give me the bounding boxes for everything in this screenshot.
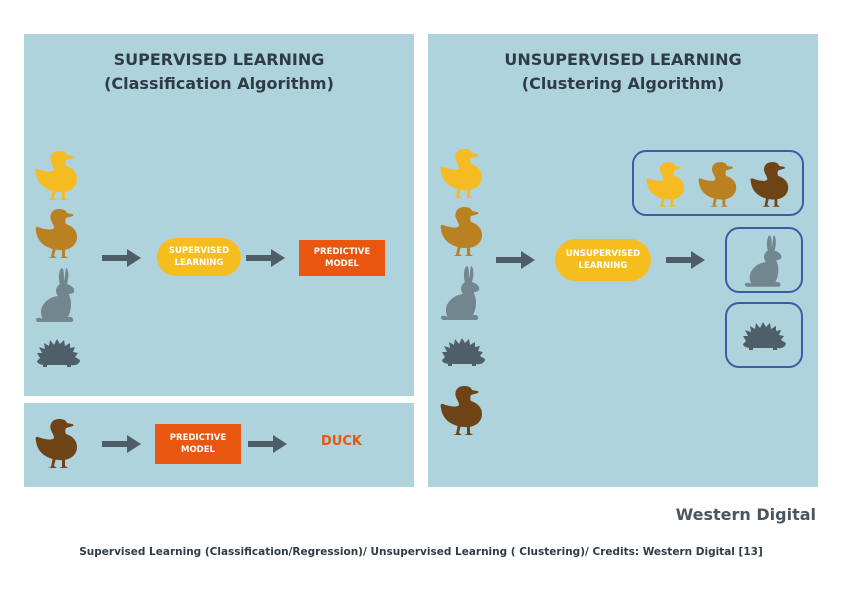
- supervised-title: SUPERVISED LEARNING (Classification Algo…: [24, 48, 414, 96]
- unsupervised-learning-pill: UNSUPERVISED LEARNING: [555, 239, 651, 281]
- duck-yellow-icon: [440, 147, 484, 199]
- arrow-icon: [102, 432, 142, 456]
- figure-caption: Supervised Learning (Classification/Regr…: [79, 546, 763, 558]
- arrow-icon: [496, 248, 536, 272]
- duck-cluster: [632, 150, 804, 216]
- arrow-icon: [248, 432, 288, 456]
- arrow-icon: [102, 246, 142, 270]
- predictive-model-box: PREDICTIVE MODEL: [155, 424, 241, 464]
- hedgehog-cluster: [725, 302, 803, 368]
- unsupervised-panel: UNSUPERVISED LEARNING (Clustering Algori…: [428, 34, 818, 487]
- unsupervised-title-line1: UNSUPERVISED LEARNING: [504, 50, 742, 69]
- supervised-title-line1: SUPERVISED LEARNING: [113, 50, 325, 69]
- hedgehog-icon: [741, 321, 787, 351]
- duck-ochre-icon: [35, 207, 79, 259]
- arrow-icon: [246, 246, 286, 270]
- prediction-output: DUCK: [321, 434, 362, 449]
- prediction-panel: PREDICTIVE MODEL DUCK: [24, 403, 414, 487]
- duck-ochre-icon: [698, 160, 738, 208]
- brand-label: Western Digital: [675, 505, 816, 524]
- predictive-model-box: PREDICTIVE MODEL: [299, 240, 385, 276]
- rabbit-icon: [440, 264, 484, 322]
- rabbit-cluster: [725, 227, 803, 293]
- duck-brown-icon: [35, 417, 79, 469]
- hedgehog-icon: [35, 338, 81, 368]
- rabbit-icon: [744, 233, 786, 289]
- supervised-title-line2: (Classification Algorithm): [104, 74, 334, 93]
- unsupervised-title: UNSUPERVISED LEARNING (Clustering Algori…: [428, 48, 818, 96]
- arrow-icon: [666, 248, 706, 272]
- duck-ochre-icon: [440, 205, 484, 257]
- rabbit-icon: [35, 266, 79, 324]
- supervised-panel: SUPERVISED LEARNING (Classification Algo…: [24, 34, 414, 396]
- supervised-learning-pill: SUPERVISED LEARNING: [157, 238, 241, 276]
- hedgehog-icon: [440, 337, 486, 367]
- duck-brown-icon: [440, 384, 484, 436]
- duck-brown-icon: [750, 160, 790, 208]
- duck-yellow-icon: [646, 160, 686, 208]
- duck-yellow-icon: [35, 149, 79, 201]
- unsupervised-title-line2: (Clustering Algorithm): [521, 74, 725, 93]
